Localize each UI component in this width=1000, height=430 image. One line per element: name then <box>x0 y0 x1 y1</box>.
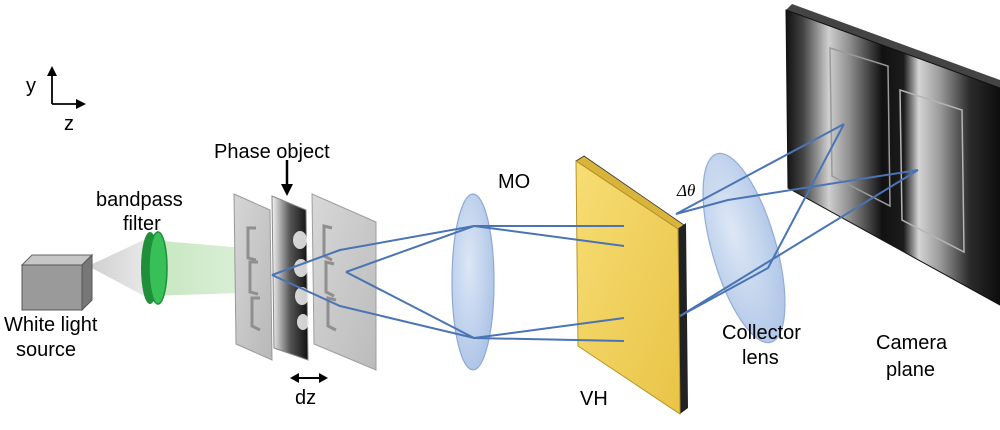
camera-plane <box>785 4 1000 306</box>
back-plate-slits <box>322 224 337 332</box>
bandpass-label-line2: filter <box>123 213 161 235</box>
axis-z-label: z <box>64 113 74 135</box>
collector-label-line1: Collector <box>722 322 801 344</box>
light-cone <box>88 238 148 298</box>
collector-label-line2: lens <box>742 347 779 369</box>
white-light-source <box>20 253 94 312</box>
image-frame-left <box>829 46 891 208</box>
left-arrowhead-icon <box>290 373 299 383</box>
right-arrowhead-icon <box>319 373 328 383</box>
bandpass-filter <box>141 231 168 305</box>
vh-face <box>575 160 681 415</box>
ray-lower-a <box>271 274 625 342</box>
ray-upper-b <box>345 224 625 273</box>
delta-theta-label: Δθ <box>676 181 695 200</box>
image-frame-right <box>899 88 965 254</box>
ray-lower-b <box>345 271 625 340</box>
microscope-objective-lens <box>451 193 495 371</box>
camera-label-line2: plane <box>886 359 935 381</box>
camera-sensor <box>785 9 1000 306</box>
ray-diffracted-1 <box>675 123 845 215</box>
bandpass-label-line1: bandpass <box>96 189 183 211</box>
ray-diffracted-4 <box>679 169 919 317</box>
axis-y-label: y <box>26 75 36 97</box>
front-plate-slits <box>246 226 261 332</box>
mo-label: MO <box>498 171 530 193</box>
phase-object-label: Phase object <box>214 141 330 163</box>
vh-label: VH <box>580 388 608 410</box>
y-arrowhead-icon <box>47 66 57 76</box>
volume-hologram <box>575 155 688 415</box>
z-arrowhead-icon <box>76 99 86 109</box>
white-light-label-line2: source <box>16 339 76 361</box>
white-light-label-line1: White light <box>4 314 98 336</box>
camera-label-line1: Camera <box>876 332 948 354</box>
ray-diffracted-3 <box>679 123 845 317</box>
axes-indicator: y z <box>26 66 86 135</box>
down-arrow-icon <box>281 184 293 196</box>
ray-diffracted-2 <box>675 169 919 215</box>
light-rays <box>271 123 919 342</box>
collector-lens <box>702 152 786 344</box>
vh-edge <box>678 223 688 414</box>
ray-upper-a <box>271 225 624 276</box>
dz-label: dz <box>295 387 316 409</box>
front-plate <box>233 193 273 361</box>
dz-indicator <box>290 373 328 383</box>
phase-object-stack <box>233 193 377 371</box>
